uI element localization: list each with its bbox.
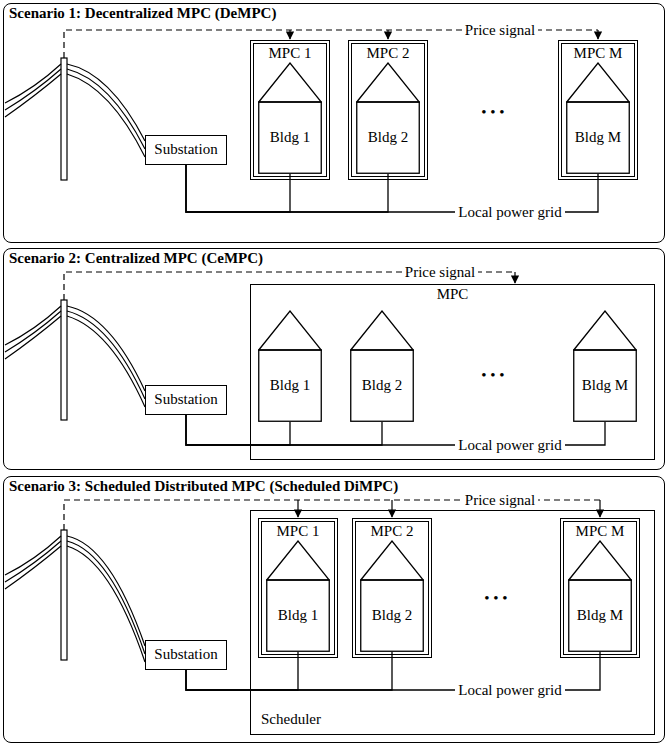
building-label: Bldg 2 (368, 129, 408, 146)
panel-title: Scenario 1: Decentralized MPC (DeMPC) (9, 5, 276, 22)
scheduler-box: Scheduler MPC 1 Bldg 1 MPC 2 Bldg 2 MPC M Bldg… (250, 510, 655, 735)
mpc-box: MPC 1 Bldg 1 (250, 40, 330, 180)
mpc-box: MPC 2 Bldg 2 (348, 40, 428, 180)
house-outline (573, 310, 637, 422)
scenario-panel: Scenario 1: Decentralized MPC (DeMPC) Sub… (3, 3, 665, 243)
building-shape: Bldg 1 (258, 62, 322, 174)
box-label: Substation (154, 646, 217, 663)
panel-title: Scenario 3: Scheduled Distributed MPC (S… (9, 478, 398, 495)
panel-title: Scenario 2: Centralized MPC (CeMPC) (9, 250, 263, 267)
substation-box: Substation (145, 640, 227, 670)
building-label: Bldg 1 (270, 377, 310, 394)
building-shape: Bldg 2 (356, 62, 420, 174)
box-label: MPC 1 (262, 523, 334, 540)
power-line (186, 165, 388, 212)
house-outline (568, 540, 632, 652)
grid-label: Local power grid (455, 204, 564, 221)
building-shape: Bldg M (568, 540, 632, 652)
price-signal-label: Price signal (462, 22, 538, 39)
box-label: Scheduler (261, 711, 321, 728)
ellipsis-mark: • • • (478, 104, 507, 121)
box-label: MPC M (562, 45, 634, 62)
house-outline (266, 540, 330, 652)
price-signal-label: Price signal (462, 492, 538, 509)
building-shape: Bldg 1 (266, 540, 330, 652)
building-shape: Bldg M (566, 62, 630, 174)
mpc-box: MPC Bldg 1 Bldg 2 Bldg M (250, 284, 655, 460)
substation-box: Substation (145, 135, 227, 165)
mpc-box: MPC 1 Bldg 1 (258, 518, 338, 658)
building-label: Bldg 1 (270, 129, 310, 146)
box-label: MPC 2 (352, 45, 424, 62)
house-outline (258, 62, 322, 174)
house-outline (350, 310, 414, 422)
mpc-box: MPC M Bldg M (560, 518, 640, 658)
house-outline (360, 540, 424, 652)
substation-box: Substation (145, 385, 227, 415)
building-label: Bldg 2 (372, 607, 412, 624)
power-line (186, 165, 290, 212)
mpc-box: MPC M Bldg M (558, 40, 638, 180)
scenario-panel: Scenario 2: Centralized MPC (CeMPC) Subst… (3, 248, 665, 470)
box-label: Substation (154, 141, 217, 158)
box-label: MPC M (564, 523, 636, 540)
box-label: MPC 1 (254, 45, 326, 62)
power-pole (5, 58, 145, 662)
building-label: Bldg 2 (362, 377, 402, 394)
grid-label: Local power grid (455, 682, 564, 699)
price-signal-arrow (290, 30, 600, 517)
ellipsis-mark: • • • (481, 590, 510, 607)
mpc-box: MPC 2 Bldg 2 (352, 518, 432, 658)
building-label: Bldg M (575, 129, 621, 146)
building-shape: Bldg 2 (360, 540, 424, 652)
box-label: MPC 2 (356, 523, 428, 540)
building-label: Bldg 1 (278, 607, 318, 624)
power-line (186, 415, 290, 445)
house-outline (566, 62, 630, 174)
house-outline (258, 310, 322, 422)
ellipsis-mark: • • • (478, 367, 507, 384)
scenario-panel: Scenario 3: Scheduled Distributed MPC (S… (3, 476, 665, 743)
box-label: Substation (154, 391, 217, 408)
power-line (186, 415, 382, 445)
grid-label: Local power grid (455, 437, 564, 454)
price-signal-label: Price signal (402, 264, 478, 281)
building-label: Bldg M (582, 377, 628, 394)
building-shape: Bldg M (573, 310, 637, 422)
house-outline (356, 62, 420, 174)
building-shape: Bldg 2 (350, 310, 414, 422)
price-signal-line (64, 30, 600, 530)
building-label: Bldg M (577, 607, 623, 624)
box-label: MPC (251, 286, 654, 303)
building-shape: Bldg 1 (258, 310, 322, 422)
